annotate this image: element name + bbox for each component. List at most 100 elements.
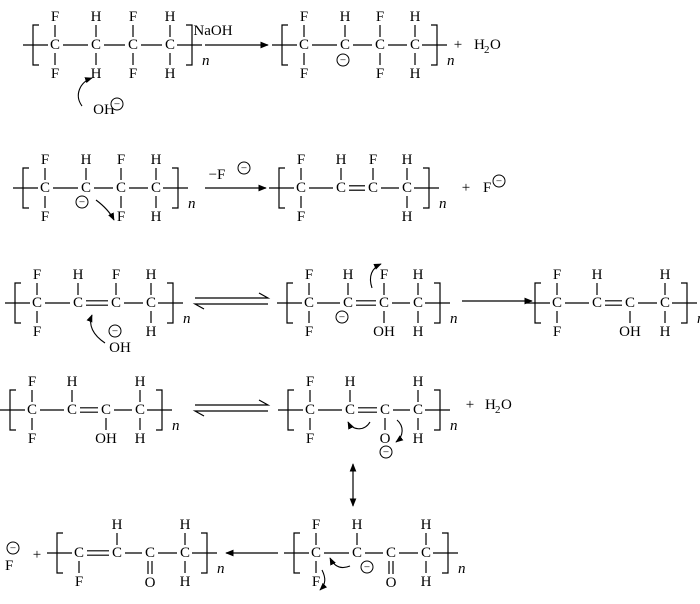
oxygen-atom: O <box>380 431 391 447</box>
fluoride-ion: F <box>483 180 491 196</box>
subscript-n: n <box>202 53 210 69</box>
carbon-atom: C <box>135 402 145 418</box>
fluorine-atom: F <box>28 431 36 447</box>
negative-charge-sign: − <box>114 99 120 111</box>
hydrogen-atom: H <box>413 431 424 447</box>
fluorine-atom: F <box>117 152 125 168</box>
subscript-n: n <box>439 196 447 212</box>
hydrogen-atom: H <box>135 431 146 447</box>
fluorine-atom: F <box>33 324 41 340</box>
carbon-atom: C <box>305 402 315 418</box>
negative-charge-sign: − <box>496 176 502 188</box>
negative-charge-sign: − <box>339 312 345 324</box>
carbon-atom: C <box>413 402 423 418</box>
fluorine-atom: F <box>305 324 313 340</box>
plus-sign: + <box>454 37 462 53</box>
carbon-atom: C <box>413 295 423 311</box>
negative-charge-icon <box>110 97 124 111</box>
hydrogen-atom: H <box>165 66 176 82</box>
carbon-atom: C <box>91 37 101 53</box>
carbon-atom: C <box>368 180 378 196</box>
fluorine-atom: F <box>112 267 120 283</box>
hydrogen-atom: H <box>146 324 157 340</box>
negative-charge-icon <box>360 560 374 574</box>
hydrogen-atom: H <box>112 517 123 533</box>
carbon-atom: C <box>27 402 37 418</box>
fluorine-atom: F <box>369 152 377 168</box>
carbon-atom: C <box>421 545 431 561</box>
fluorine-atom: F <box>51 66 59 82</box>
hydrogen-atom: H <box>660 324 671 340</box>
negative-charge-icon <box>336 53 350 67</box>
negative-charge-icon <box>237 161 251 175</box>
fluorine-atom: F <box>41 209 49 225</box>
fluorine-atom: F <box>553 324 561 340</box>
hydrogen-atom: H <box>151 152 162 168</box>
hydrogen-atom: H <box>343 267 354 283</box>
carbon-atom: C <box>311 545 321 561</box>
hydroxyl-group: OH <box>95 431 117 447</box>
hydrogen-atom: H <box>402 152 413 168</box>
subscript-n: n <box>450 311 458 327</box>
reagent-minus-fluoride: −F <box>209 167 226 183</box>
water-subscript: 2 <box>484 44 490 56</box>
subscript-n: n <box>172 418 180 434</box>
carbon-atom: C <box>340 37 350 53</box>
carbon-atom: C <box>128 37 138 53</box>
subscript-n: n <box>188 196 196 212</box>
carbon-atom: C <box>660 295 670 311</box>
equilibrium-arrow-back-icon <box>192 303 268 310</box>
carbon-atom: C <box>386 545 396 561</box>
water-h: H <box>474 37 485 53</box>
hydrogen-atom: H <box>180 517 191 533</box>
hydroxide-ion: OH <box>93 102 115 118</box>
hydrogen-atom: H <box>592 267 603 283</box>
hydrogen-atom: H <box>91 9 102 25</box>
subscript-n: n <box>183 311 191 327</box>
hydrogen-atom: H <box>410 9 421 25</box>
water-subscript: 2 <box>495 404 501 416</box>
negative-charge-sign: − <box>241 163 247 175</box>
hydroxide-ion: OH <box>109 340 131 356</box>
water-o: O <box>490 37 501 53</box>
hydrogen-atom: H <box>135 374 146 390</box>
fluorine-atom: F <box>300 66 308 82</box>
hydrogen-atom: H <box>180 574 191 590</box>
carbon-atom: C <box>32 295 42 311</box>
fluorine-atom: F <box>305 267 313 283</box>
negative-charge-icon <box>379 445 393 459</box>
carbon-atom: C <box>146 295 156 311</box>
carbon-atom: C <box>379 295 389 311</box>
negative-charge-icon <box>335 310 349 324</box>
carbon-atom: C <box>101 402 111 418</box>
carbon-atom: C <box>375 37 385 53</box>
fluorine-atom: F <box>129 66 137 82</box>
fluoride-ion: F <box>5 558 13 574</box>
carbon-atom: C <box>50 37 60 53</box>
curly-arrow-icon <box>347 421 371 430</box>
subscript-n: n <box>458 561 466 577</box>
hydrogen-atom: H <box>413 374 424 390</box>
hydrogen-atom: H <box>402 209 413 225</box>
subscript-n: n <box>450 418 458 434</box>
hydrogen-atom: H <box>146 267 157 283</box>
fluorine-atom: F <box>312 517 320 533</box>
carbon-atom: C <box>380 402 390 418</box>
fluorine-atom: F <box>297 209 305 225</box>
carbonyl-oxygen-atom: O <box>145 575 156 591</box>
hydrogen-atom: H <box>165 9 176 25</box>
fluorine-atom: F <box>553 267 561 283</box>
fluorine-atom: F <box>51 9 59 25</box>
fluorine-atom: F <box>75 574 83 590</box>
hydroxyl-group: OH <box>373 324 395 340</box>
hydrogen-atom: H <box>151 209 162 225</box>
negative-charge-sign: − <box>340 55 346 67</box>
carbon-atom: C <box>165 37 175 53</box>
fluorine-atom: F <box>41 152 49 168</box>
negative-charge-sign: − <box>112 326 118 338</box>
hydrogen-atom: H <box>340 9 351 25</box>
curly-arrow-icon <box>86 314 106 344</box>
hydrogen-atom: H <box>345 374 356 390</box>
fluorine-atom: F <box>376 9 384 25</box>
